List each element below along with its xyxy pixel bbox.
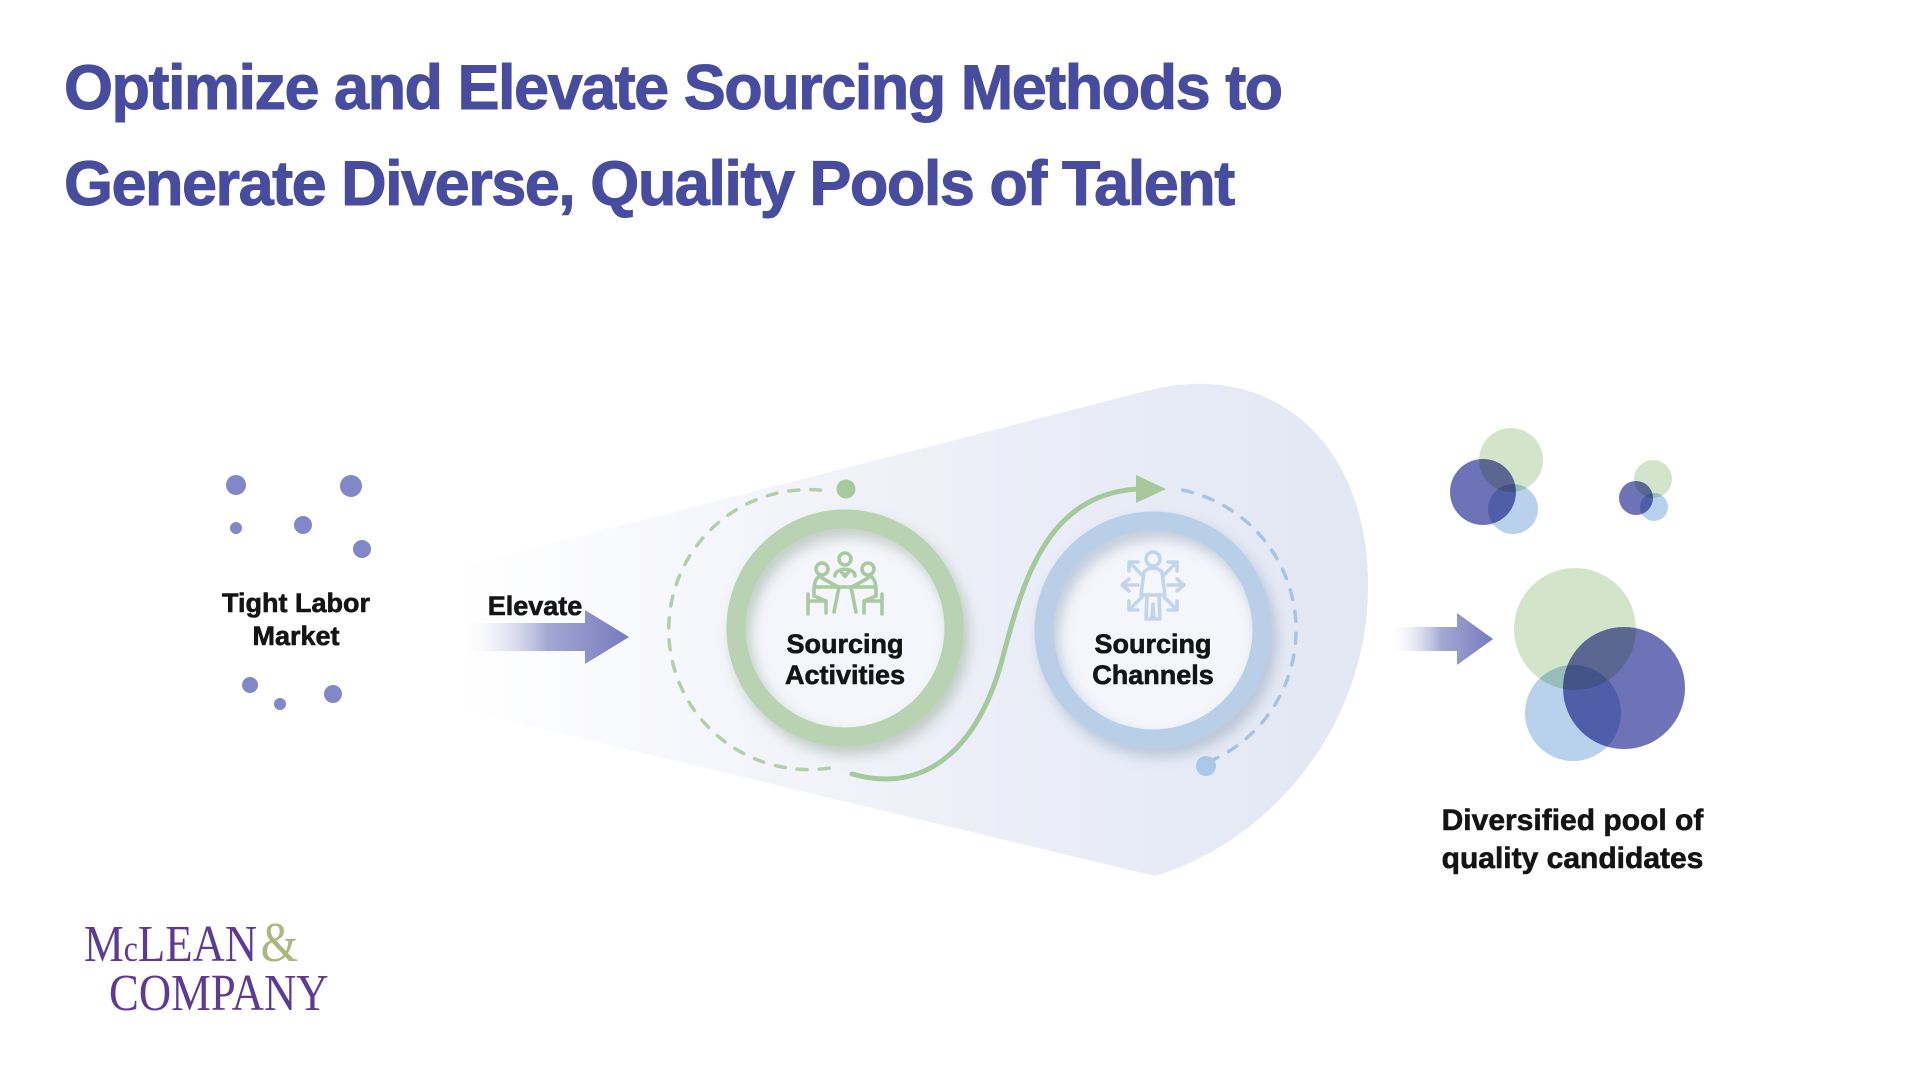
activities-dashed-orbit	[666, 487, 835, 772]
channels-orbit-dot	[1196, 756, 1216, 776]
labor-market-dot	[353, 540, 371, 558]
tight-labor-market-line1: Tight Labor	[222, 588, 371, 619]
page-title: Optimize and Elevate Sourcing Methods to…	[64, 40, 1564, 232]
activities-circle-face	[739, 522, 951, 734]
tight-labor-market-line2: Market	[252, 621, 340, 652]
labor-market-dot	[230, 522, 242, 534]
logo-line2: COMPANY	[109, 965, 329, 1022]
curve-arrowhead	[1136, 475, 1166, 503]
activities-to-channels-curve	[849, 486, 1141, 782]
logo-m: M	[84, 916, 124, 973]
stage-sourcing-channels	[1034, 488, 1298, 776]
tight-labor-market-label: Tight Labor Market	[181, 587, 411, 653]
logo-line1: McLEAN&	[84, 915, 325, 972]
channels-circle-face	[1047, 524, 1259, 736]
candidate-pool-bubble	[1640, 493, 1668, 521]
sourcing-channels-line2: Channels	[1092, 660, 1214, 691]
page-title-line1: Optimize and Elevate Sourcing Methods to	[64, 53, 1284, 124]
activities-ring	[726, 509, 964, 747]
labor-market-dot	[340, 475, 362, 497]
interview-table-icon	[806, 551, 884, 616]
diversified-pool-label: Diversified pool of quality candidates	[1395, 802, 1750, 878]
result-arrow	[1390, 613, 1493, 665]
labor-market-dot	[324, 685, 342, 703]
labor-market-dot	[294, 516, 312, 534]
logo-c: c	[123, 929, 138, 970]
labor-market-dot-cluster	[226, 475, 371, 710]
sourcing-activities-label: Sourcing Activities	[725, 629, 965, 691]
diversified-pool-line2: quality candidates	[1441, 842, 1704, 876]
sourcing-activities-line1: Sourcing	[786, 629, 904, 660]
channels-ring	[1034, 511, 1272, 749]
labor-market-dot	[226, 475, 246, 495]
labor-market-dot	[242, 677, 258, 693]
elevate-arrow	[466, 610, 629, 664]
sourcing-activities-line2: Activities	[784, 660, 906, 691]
logo-ampersand: &	[260, 912, 299, 974]
activities-orbit-dot	[836, 479, 856, 499]
sourcing-channels-line1: Sourcing	[1094, 629, 1212, 660]
mclean-company-logo: McLEAN& COMPANY	[84, 915, 364, 1022]
elevate-label: Elevate	[487, 591, 583, 622]
stage-sourcing-activities	[666, 479, 964, 772]
channels-dashed-orbit	[1180, 488, 1298, 767]
labor-market-dot	[274, 698, 286, 710]
page-title-line2: Generate Diverse, Quality Pools of Talen…	[64, 149, 1236, 220]
candidate-pool-bubble-cluster	[1450, 428, 1685, 761]
diversified-pool-line1: Diversified pool of	[1441, 804, 1704, 838]
sourcing-channels-label: Sourcing Channels	[1033, 629, 1273, 691]
logo-lean: LEAN	[137, 916, 258, 973]
candidate-pool-bubble	[1525, 665, 1621, 761]
candidate-pool-bubble	[1488, 484, 1538, 534]
person-expanding-arrows-icon	[1120, 550, 1186, 621]
